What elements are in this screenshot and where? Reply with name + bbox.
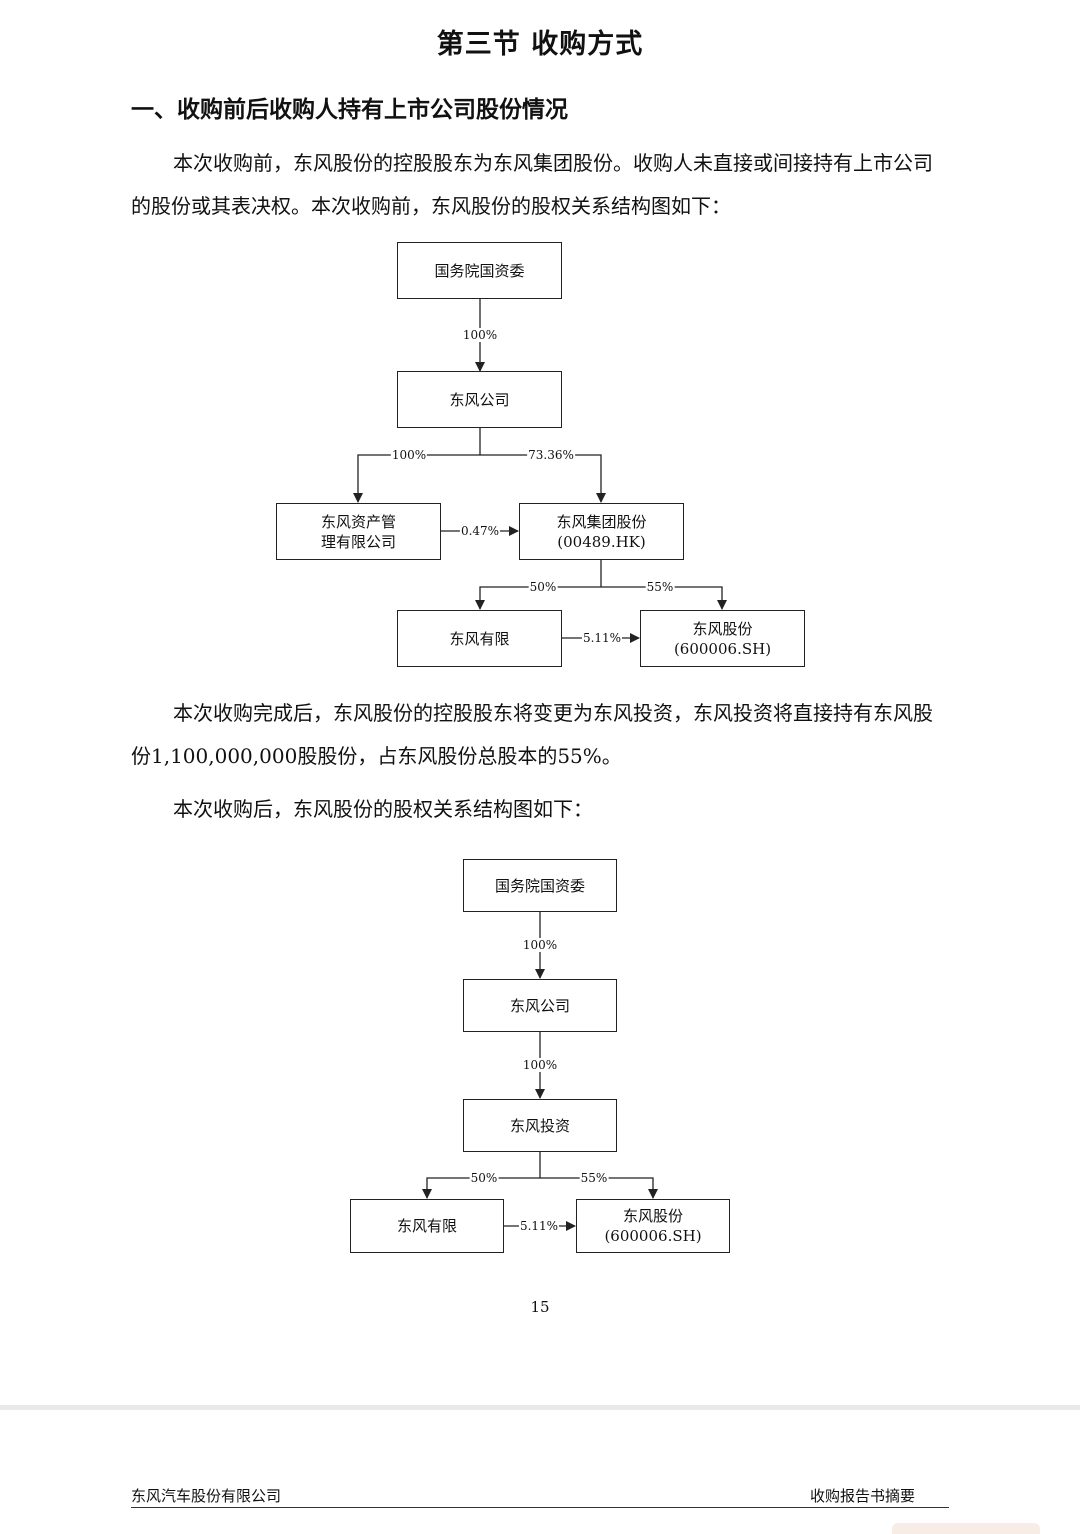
edge-label-limited-to-dfs: 5.11% bbox=[581, 631, 623, 645]
ownership-diagram-before: 国务院国资委 东风公司 东风资产管 理有限公司 东风集团股份 (00489.HK… bbox=[0, 0, 1080, 680]
edge-label-group-to-limited: 50% bbox=[528, 580, 558, 594]
node-dongfeng-group-line1: 东风集团股份 bbox=[556, 512, 647, 531]
node-after-dongfeng-investment: 东风投资 bbox=[463, 1099, 617, 1152]
edge-label-group-to-dfs: 55% bbox=[645, 580, 675, 594]
edge-label-asset-to-group: 0.47% bbox=[459, 524, 501, 538]
node-dongfeng-shares-line1: 东风股份 bbox=[692, 619, 753, 638]
node-sasac-label: 国务院国资委 bbox=[434, 261, 525, 280]
edge-label-company-to-group: 73.36% bbox=[527, 448, 575, 462]
node-dongfeng-company-label: 东风公司 bbox=[449, 390, 510, 409]
edge-label-company-to-asset: 100% bbox=[390, 448, 428, 462]
node-after-sasac-label: 国务院国资委 bbox=[494, 876, 585, 895]
edge-after-investment-to-dfs bbox=[540, 1177, 658, 1199]
edge-label-sasac-to-company: 100% bbox=[461, 328, 499, 342]
node-after-sasac: 国务院国资委 bbox=[463, 859, 617, 912]
node-sasac: 国务院国资委 bbox=[397, 242, 562, 299]
document-page: 第三节 收购方式 一、收购前后收购人持有上市公司股份情况 本次收购前，东风股份的… bbox=[0, 0, 1080, 1316]
edge-group-to-dfs bbox=[601, 586, 727, 610]
edge-company-to-asset bbox=[353, 454, 480, 503]
edge-company-to-group bbox=[480, 454, 606, 503]
edge-label-after-company-to-investment: 100% bbox=[521, 1058, 559, 1072]
paragraph-before-acquisition: 本次收购前，东风股份的控股股东为东风集团股份。收购人未直接或间接持有上市公司的股… bbox=[131, 151, 933, 218]
edge-label-after-investment-to-dfs: 55% bbox=[579, 1171, 609, 1185]
node-after-dongfeng-limited: 东风有限 bbox=[350, 1199, 504, 1253]
node-asset-management-line2: 理有限公司 bbox=[320, 532, 396, 551]
ownership-diagram-after: 国务院国资委 东风公司 东风投资 东风有限 东风股份 (600006.SH) 1… bbox=[350, 859, 730, 1253]
corner-tab bbox=[892, 1523, 1040, 1534]
page-separator bbox=[0, 1405, 1080, 1410]
node-dongfeng-group-line2: (00489.HK) bbox=[557, 532, 646, 551]
node-after-dongfeng-shares-line1: 东风股份 bbox=[622, 1207, 683, 1225]
node-after-dongfeng-company: 东风公司 bbox=[463, 979, 617, 1032]
page-number: 15 bbox=[530, 1298, 550, 1316]
node-dongfeng-group: 东风集团股份 (00489.HK) bbox=[519, 503, 684, 560]
edge-label-after-investment-to-limited: 50% bbox=[469, 1171, 499, 1185]
paragraph-after-completion: 本次收购完成后，东风股份的控股股东将变更为东风投资，东风投资将直接持有东风股份1… bbox=[131, 701, 933, 768]
node-dongfeng-limited: 东风有限 bbox=[397, 610, 562, 667]
node-dongfeng-shares-line2: (600006.SH) bbox=[673, 639, 772, 658]
edge-after-investment-to-limited bbox=[422, 1177, 540, 1199]
edge-group-to-limited bbox=[475, 586, 601, 610]
node-after-dongfeng-company-label: 东风公司 bbox=[509, 996, 570, 1015]
node-after-dongfeng-investment-label: 东风投资 bbox=[509, 1116, 570, 1135]
node-after-dongfeng-shares-line2: (600006.SH) bbox=[604, 1227, 702, 1245]
node-dongfeng-company: 东风公司 bbox=[397, 371, 562, 428]
edge-label-after-limited-to-dfs: 5.11% bbox=[518, 1219, 560, 1233]
subsection-title: 一、收购前后收购人持有上市公司股份情况 bbox=[131, 97, 568, 123]
footer-document-title: 收购报告书摘要 bbox=[809, 1487, 915, 1505]
node-asset-management-line1: 东风资产管 bbox=[320, 512, 396, 531]
node-dongfeng-shares: 东风股份 (600006.SH) bbox=[640, 610, 805, 667]
node-asset-management: 东风资产管 理有限公司 bbox=[276, 503, 441, 560]
section-title: 第三节 收购方式 bbox=[436, 29, 644, 60]
node-dongfeng-limited-label: 东风有限 bbox=[449, 629, 510, 648]
node-after-dongfeng-limited-label: 东风有限 bbox=[396, 1217, 457, 1235]
footer-rule bbox=[131, 1507, 949, 1508]
edge-label-after-sasac-to-company: 100% bbox=[521, 938, 559, 952]
node-after-dongfeng-shares: 东风股份 (600006.SH) bbox=[576, 1199, 730, 1253]
footer-company-name: 东风汽车股份有限公司 bbox=[131, 1487, 282, 1505]
paragraph-after-structure-intro: 本次收购后，东风股份的股权关系结构图如下： bbox=[173, 797, 593, 821]
